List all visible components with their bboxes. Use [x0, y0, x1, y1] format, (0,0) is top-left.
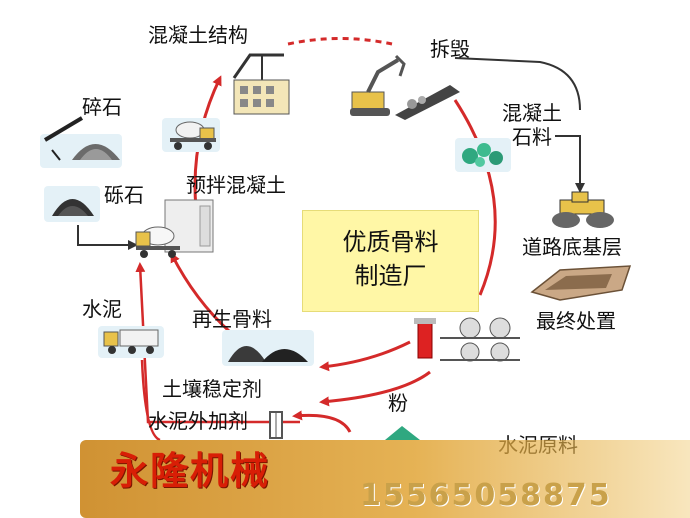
arrow-stone-to-road-base — [555, 135, 585, 193]
road-roller-icon — [552, 191, 614, 228]
arrow-cement-loop-bottom — [140, 359, 161, 442]
label-concrete-stone-line1: 混凝土 — [502, 101, 562, 125]
label-road-base: 道路底基层 — [522, 235, 622, 259]
arrow-gravel-to-readymix — [77, 225, 138, 250]
gravel-icon — [44, 186, 100, 222]
arrow-plant-to-soil-stabilizer — [319, 370, 431, 407]
arrow-to-cement-additive — [292, 410, 352, 433]
label-final-disposal: 最终处置 — [536, 309, 616, 333]
label-cement-additive: 水泥外加剂 — [148, 409, 248, 433]
aggregate-plant-title: 优质骨料 制造厂 — [303, 225, 478, 293]
label-soil-stabilizer: 土壤稳定剂 — [162, 377, 262, 401]
label-concrete-structure: 混凝土结构 — [148, 23, 248, 47]
label-cement: 水泥 — [82, 297, 122, 321]
label-powder: 粉 — [388, 391, 408, 415]
label-ready-mix-concrete: 预拌混凝土 — [186, 173, 286, 197]
label-gravel: 砾石 — [104, 183, 144, 207]
aggregate-plant-title-line1: 优质骨料 — [342, 228, 439, 256]
disposal-pit-icon — [530, 265, 632, 301]
brand-name: 永隆机械 — [110, 448, 271, 493]
mixer-truck-icon-center — [135, 199, 214, 258]
excavator-icon — [350, 54, 460, 120]
label-demolition: 拆毁 — [430, 37, 470, 61]
powder-icon — [385, 426, 420, 440]
label-recycled-aggregate: 再生骨料 — [192, 307, 272, 331]
crushed-stone-icon — [40, 116, 122, 168]
cement-truck-icon — [98, 326, 164, 358]
mixer-truck-icon-top — [162, 118, 220, 152]
arrow-plant-to-recycled — [319, 340, 411, 372]
additive-equipment-icon — [269, 411, 283, 439]
brand-banner — [80, 440, 690, 518]
aggregate-plant-title-line2: 制造厂 — [354, 262, 427, 290]
aggregate-plant-box: 优质骨料 制造厂 — [302, 210, 479, 312]
green-stone-icon — [455, 138, 511, 172]
crushing-plant-icon — [414, 317, 520, 362]
recycled-aggregate-icon — [222, 330, 314, 366]
concrete-structure-icon — [232, 53, 290, 115]
label-crushed-stone: 碎石 — [82, 95, 122, 119]
phone-number: 15565058875 — [360, 478, 612, 513]
arrow-demolition-feed — [454, 57, 581, 111]
arrow-demolition-to-plant — [453, 99, 497, 296]
label-concrete-stone-line2: 石料 — [512, 125, 552, 149]
arrow-recycled-to-readymix — [170, 252, 232, 334]
dashed-arrow-structure-demolition — [287, 37, 393, 46]
